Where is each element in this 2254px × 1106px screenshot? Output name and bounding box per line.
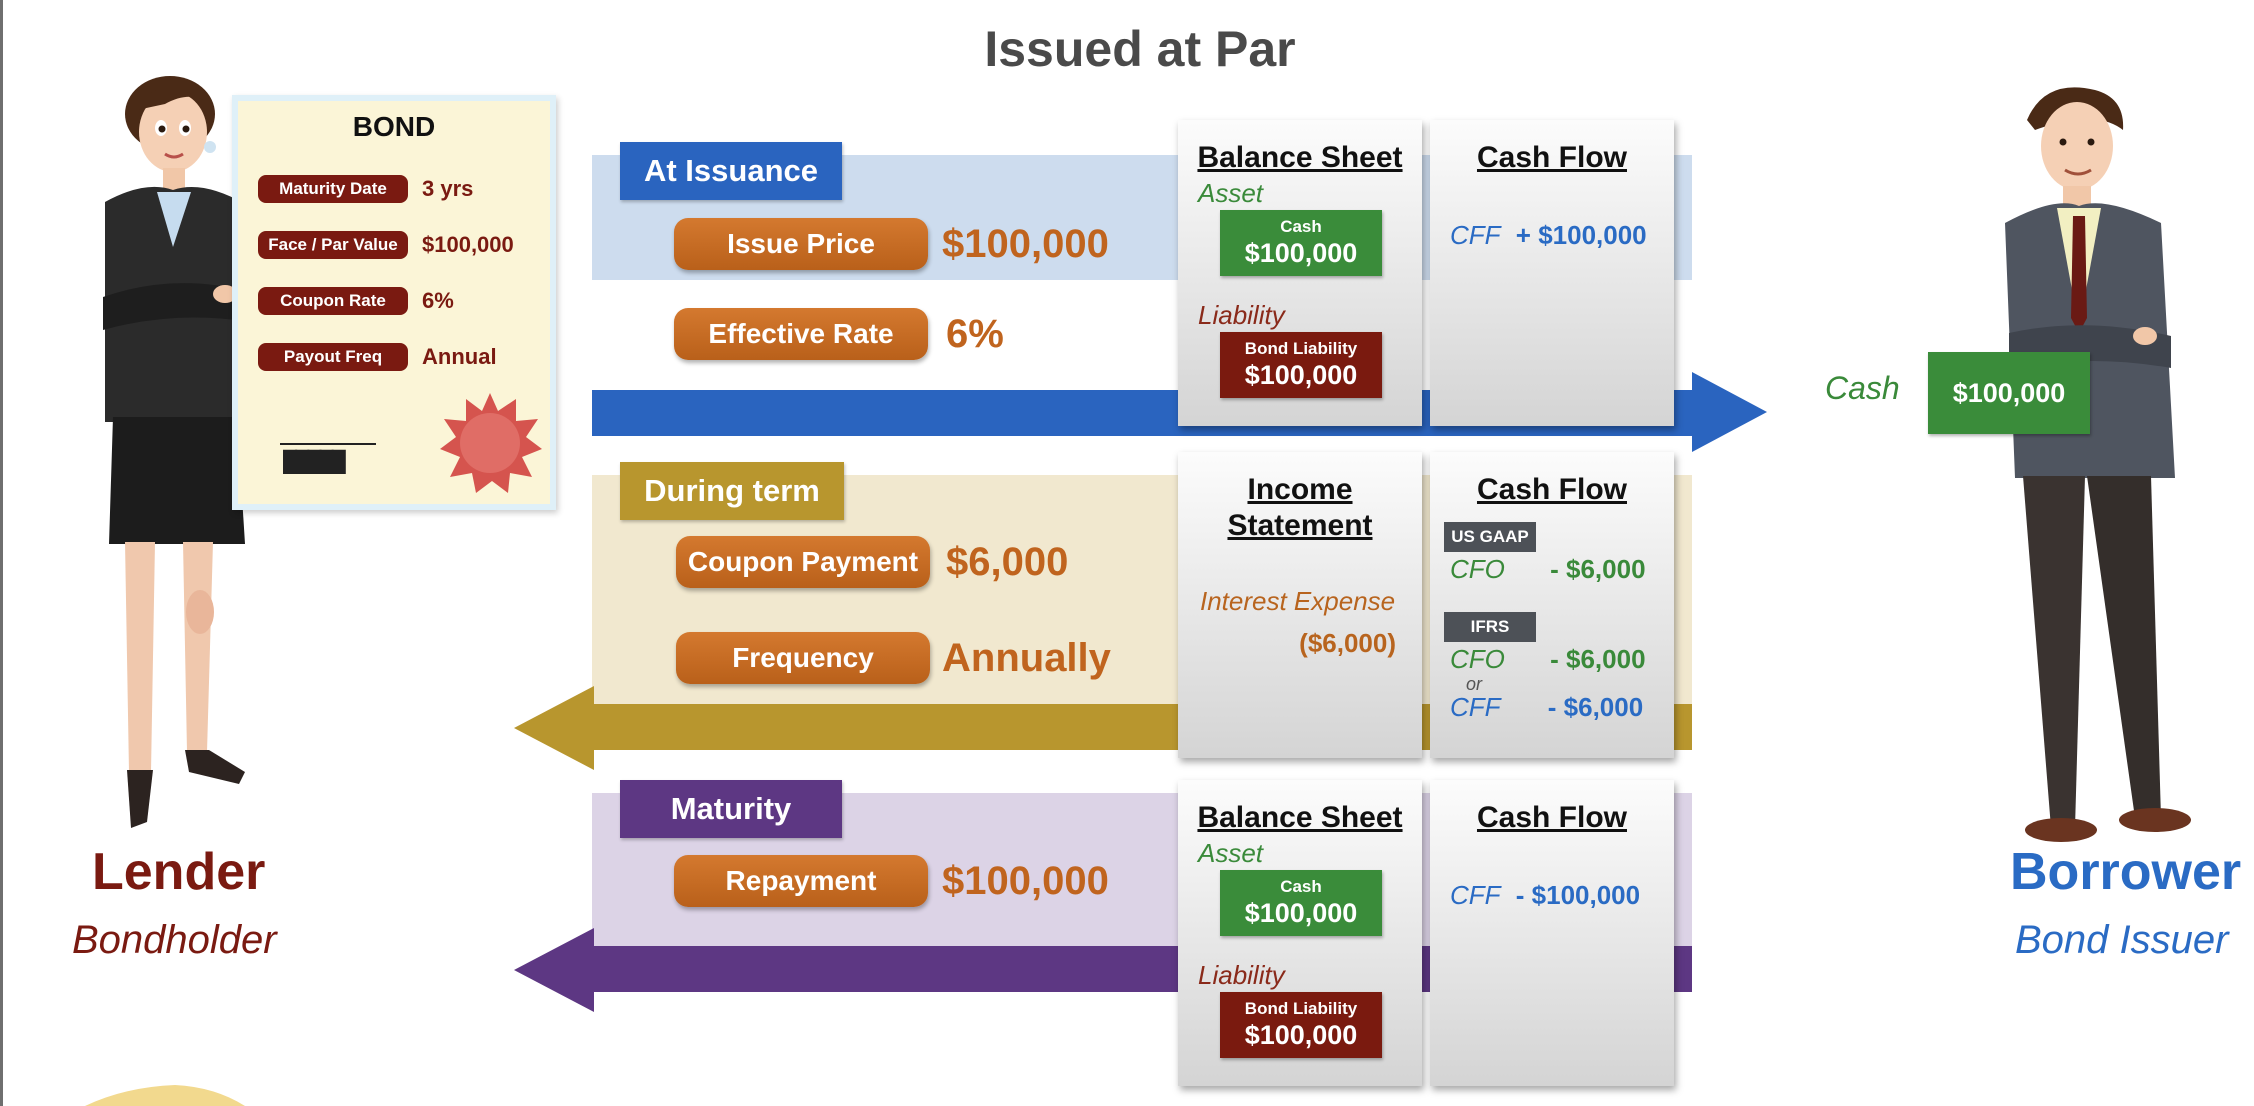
box-label: Cash <box>1280 217 1322 236</box>
cash-flow-amount: - $6,000 <box>1547 692 1644 722</box>
box-value: $100,000 <box>1244 898 1358 928</box>
term-cash-flow-card: Cash Flow US GAAP CFO - $6,000 IFRS CFO … <box>1430 452 1674 758</box>
maturity-balance-sheet-card: Balance Sheet Asset Cash $100,000 Liabil… <box>1178 780 1422 1086</box>
effective-rate-pill: Effective Rate <box>674 308 928 360</box>
box-label: Bond Liability <box>1244 999 1358 1018</box>
cash-flow-category: CFF <box>1450 880 1501 910</box>
card-title: Balance Sheet <box>1197 801 1403 834</box>
cash-flow-category: CFO <box>1450 554 1505 584</box>
card-title: Balance Sheet <box>1197 141 1403 174</box>
bond-liability-box: Bond Liability $100,000 <box>1220 332 1382 398</box>
cash-flow-amount: - $100,000 <box>1515 880 1641 910</box>
repayment-pill: Repayment <box>674 855 928 907</box>
issue-price-value: $100,000 <box>942 222 1109 266</box>
left-edge-rule <box>0 0 3 1106</box>
card-title: Cash Flow <box>1476 141 1627 174</box>
ifrs-cfo-line: CFO - $6,000 <box>1450 644 1646 675</box>
cash-flow-category: CFF <box>1450 220 1501 250</box>
issue-price-pill: Issue Price <box>674 218 928 270</box>
issuance-tag: At Issuance <box>620 142 842 200</box>
lender-name: Lender <box>92 843 266 901</box>
partial-illustration <box>85 1085 245 1106</box>
income-statement-card: Income Statement Interest Expense ($6,00… <box>1178 452 1422 758</box>
bond-field-value: 3 yrs <box>422 176 474 201</box>
cash-asset-box: Cash $100,000 <box>1220 870 1382 936</box>
box-label: Cash <box>1280 877 1322 896</box>
repayment-value: $100,000 <box>942 859 1109 903</box>
issuance-balance-sheet-card: Balance Sheet Asset Cash $100,000 Liabil… <box>1178 120 1422 426</box>
ifrs-badge: IFRS <box>1444 612 1536 642</box>
bond-certificate: BOND Maturity Date 3 yrs Face / Par Valu… <box>232 95 556 510</box>
bond-field-label: Payout Freq <box>258 343 408 371</box>
bond-field-label: Maturity Date <box>258 175 408 203</box>
us-gaap-line: CFO - $6,000 <box>1450 554 1646 585</box>
bond-liability-box: Bond Liability $100,000 <box>1220 992 1382 1058</box>
cash-flow-line: CFF + $100,000 <box>1450 220 1647 251</box>
effective-rate-value: 6% <box>946 312 1004 356</box>
cash-flow-amount: - $6,000 <box>1550 554 1646 584</box>
card-title-line1: Income <box>1247 473 1353 506</box>
us-gaap-badge: US GAAP <box>1444 522 1536 552</box>
box-value: $100,000 <box>1244 238 1358 268</box>
borrower-cash-box: $100,000 <box>1928 352 2090 434</box>
bond-field-value: $100,000 <box>422 232 514 257</box>
borrower-name: Borrower <box>2010 843 2242 901</box>
box-label: Bond Liability <box>1244 339 1358 358</box>
interest-expense-value: ($6,000) <box>1299 628 1396 658</box>
issuance-cash-flow-card: Cash Flow CFF + $100,000 <box>1430 120 1674 426</box>
bond-field-coupon-rate: Coupon Rate 6% <box>258 287 454 315</box>
box-value: $100,000 <box>1244 1020 1358 1050</box>
liability-label: Liability <box>1198 960 1285 990</box>
box-value: $100,000 <box>1244 360 1358 390</box>
liability-label: Liability <box>1198 300 1285 330</box>
bond-field-label: Coupon Rate <box>258 287 408 315</box>
borrower-role: Bond Issuer <box>2015 918 2229 962</box>
card-title-line2: Statement <box>1227 509 1373 542</box>
maturity-tag: Maturity <box>620 780 842 838</box>
bond-field-face-value: Face / Par Value $100,000 <box>258 231 514 259</box>
term-tag: During term <box>620 462 844 520</box>
borrower-cash-label: Cash <box>1825 370 1900 406</box>
bond-field-maturity: Maturity Date 3 yrs <box>258 175 473 203</box>
bond-field-payout-freq: Payout Freq Annual <box>258 343 497 371</box>
bond-field-value: Annual <box>422 344 497 369</box>
maturity-cash-flow-card: Cash Flow CFF - $100,000 <box>1430 780 1674 1086</box>
card-title: Cash Flow <box>1476 473 1627 506</box>
cash-flow-category: CFO <box>1450 644 1505 674</box>
coupon-payment-pill: Coupon Payment <box>676 536 930 588</box>
cash-asset-box: Cash $100,000 <box>1220 210 1382 276</box>
borrower-illustration <box>2005 87 2191 842</box>
frequency-value: Annually <box>942 636 1111 680</box>
cash-flow-line: CFF - $100,000 <box>1450 880 1640 911</box>
bond-field-value: 6% <box>422 288 454 313</box>
cash-flow-amount: + $100,000 <box>1515 220 1647 250</box>
seal-icon <box>440 393 542 493</box>
barcode-icon: █████ <box>283 451 346 473</box>
asset-label: Asset <box>1198 178 1264 208</box>
card-title: Cash Flow <box>1476 801 1627 834</box>
or-text: or <box>1466 674 1483 694</box>
asset-label: Asset <box>1198 838 1264 868</box>
cash-flow-category: CFF <box>1450 692 1501 722</box>
coupon-payment-value: $6,000 <box>946 540 1069 584</box>
bond-title: BOND <box>352 111 436 142</box>
ifrs-cff-line: CFF - $6,000 <box>1450 692 1643 723</box>
bond-field-label: Face / Par Value <box>258 231 408 259</box>
lender-illustration <box>103 76 253 828</box>
frequency-pill: Frequency <box>676 632 930 684</box>
lender-role: Bondholder <box>72 918 277 962</box>
signature-line <box>280 443 376 445</box>
page-title: Issued at Par <box>984 21 1296 77</box>
cash-flow-amount: - $6,000 <box>1550 644 1646 674</box>
interest-expense-label: Interest Expense <box>1200 586 1396 616</box>
